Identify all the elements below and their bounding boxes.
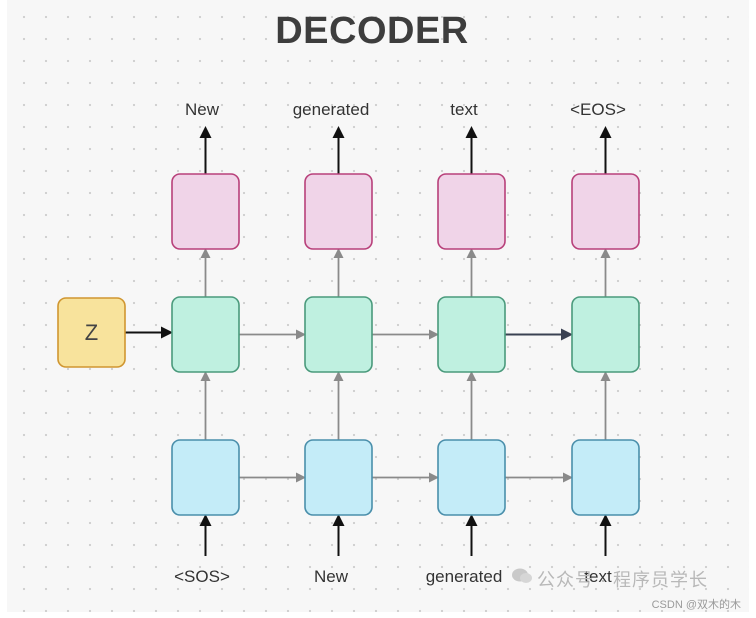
input-token-label: generated	[425, 567, 503, 586]
output-token-label: New	[184, 100, 219, 119]
diagram-title: DECODER	[275, 10, 469, 52]
input-embedding-box	[304, 439, 373, 516]
hidden-state-box	[304, 296, 373, 373]
csdn-credit: CSDN @双木的木	[651, 599, 741, 611]
output-box	[437, 173, 506, 250]
arrows-layer	[125, 126, 612, 556]
decoder-diagram	[57, 126, 640, 556]
output-box	[571, 173, 640, 250]
latent-z-label: Z	[84, 320, 99, 345]
output-box	[304, 173, 373, 250]
diagram-canvas: DECODER Z New generated text <EOS> <SOS>…	[7, 0, 749, 612]
latent-z-box	[57, 297, 126, 368]
output-token-label: <EOS>	[570, 100, 626, 119]
input-token-label: <SOS>	[174, 567, 230, 586]
input-embedding-box	[171, 439, 240, 516]
output-token-label: text	[450, 100, 478, 119]
hidden-state-box	[437, 296, 506, 373]
input-token-label: New	[313, 567, 348, 586]
input-token-label: text	[584, 567, 612, 586]
boxes-layer	[57, 173, 640, 516]
wechat-icon	[512, 568, 532, 583]
input-embedding-box	[437, 439, 506, 516]
output-token-label: generated	[292, 100, 370, 119]
watermark-text: 公众号 · 程序员学长	[537, 570, 708, 590]
input-embedding-box	[571, 439, 640, 516]
hidden-state-box	[171, 296, 240, 373]
hidden-state-box	[571, 296, 640, 373]
output-box	[171, 173, 240, 250]
